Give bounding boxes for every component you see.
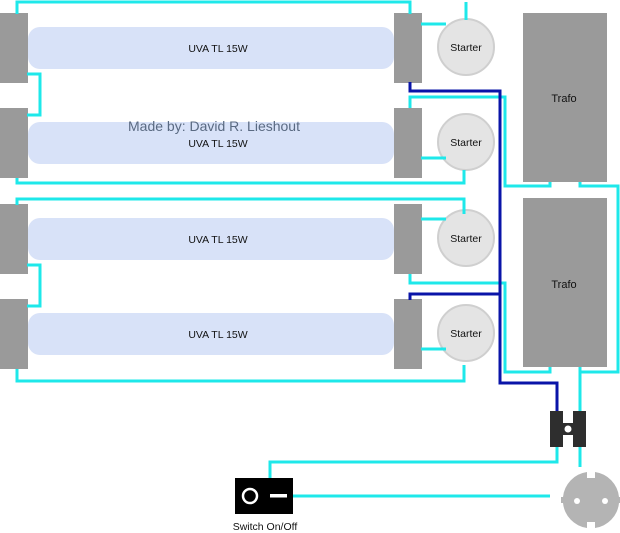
lamp-tube-2 (28, 122, 394, 164)
lamp-endcap-left-4 (0, 299, 28, 369)
lamp-endcap-right-1 (394, 13, 422, 83)
starter-2 (437, 113, 495, 171)
lamp-assembly-2: UVA TL 15W Starter (0, 108, 495, 178)
lamp-label-4: UVA TL 15W (188, 329, 247, 341)
wire-neutral-bottom (408, 292, 500, 300)
socket-body (561, 472, 620, 528)
neutral-wires (408, 82, 559, 412)
trafo-1-label: Trafo (551, 93, 576, 105)
lamp-endcap-right-3 (394, 204, 422, 274)
power-switch[interactable]: Switch On/Off (233, 478, 298, 533)
wire-bottom-pair-bottom (15, 365, 466, 383)
wall-socket-icon (561, 472, 620, 528)
starter-label-2: Starter (450, 137, 482, 149)
starter-label-3: Starter (450, 233, 482, 245)
starter-label-1: Starter (450, 42, 482, 54)
starter-label-4: Starter (450, 328, 482, 340)
socket-hole-right (602, 498, 608, 504)
wire-lamp2-top (408, 95, 552, 188)
starter-4 (437, 304, 495, 362)
wire-bottom-pair-top (15, 197, 466, 214)
wire-top-pair-bottom (15, 170, 466, 185)
lamp-endcap-right-4 (394, 299, 422, 369)
lamp-assembly-1: UVA TL 15W Starter (0, 13, 495, 83)
author-watermark: Made by: David R. Lieshout (128, 118, 300, 134)
trafo-2 (523, 198, 607, 367)
wire-connector-to-switch (268, 446, 559, 480)
switch-on-symbol-icon (270, 494, 287, 498)
lamp-tube-1 (28, 27, 394, 69)
wire-top-pair-loop (15, 0, 412, 14)
wire-lamp3-bottom (408, 274, 552, 374)
wire-trafo1-right (578, 182, 620, 374)
switch-label: Switch On/Off (233, 521, 298, 533)
lamp-tube-3 (28, 218, 394, 260)
lamp-endcap-left-3 (0, 204, 28, 274)
lamp-tube-4 (28, 313, 394, 355)
transformers: Trafo Trafo (523, 13, 607, 367)
terminal-connector (550, 411, 586, 447)
lamp-assembly-4: UVA TL 15W Starter (0, 299, 495, 369)
starter-3 (437, 209, 495, 267)
wire-neutral-top (408, 82, 559, 412)
trafo-2-label: Trafo (551, 279, 576, 291)
connector-left-block (550, 411, 563, 447)
lamp-label-1: UVA TL 15W (188, 43, 247, 55)
lamp-endcap-left-1 (0, 13, 28, 83)
lamp-endcap-left-2 (0, 108, 28, 178)
wire-lamp3-lamp4-bridge (27, 263, 42, 308)
lamp-label-2: UVA TL 15W (188, 138, 247, 150)
socket-hole-left (574, 498, 580, 504)
wire-lamp1-lamp2-bridge (27, 72, 42, 117)
trafo-1 (523, 13, 607, 182)
live-wires (15, 0, 620, 498)
connector-right-block (573, 411, 586, 447)
connector-screw-icon (564, 425, 572, 433)
lamp-label-3: UVA TL 15W (188, 234, 247, 246)
switch-off-symbol-icon (241, 487, 259, 505)
lamp-endcap-right-2 (394, 108, 422, 178)
lamp-assembly-3: UVA TL 15W Starter (0, 204, 495, 274)
